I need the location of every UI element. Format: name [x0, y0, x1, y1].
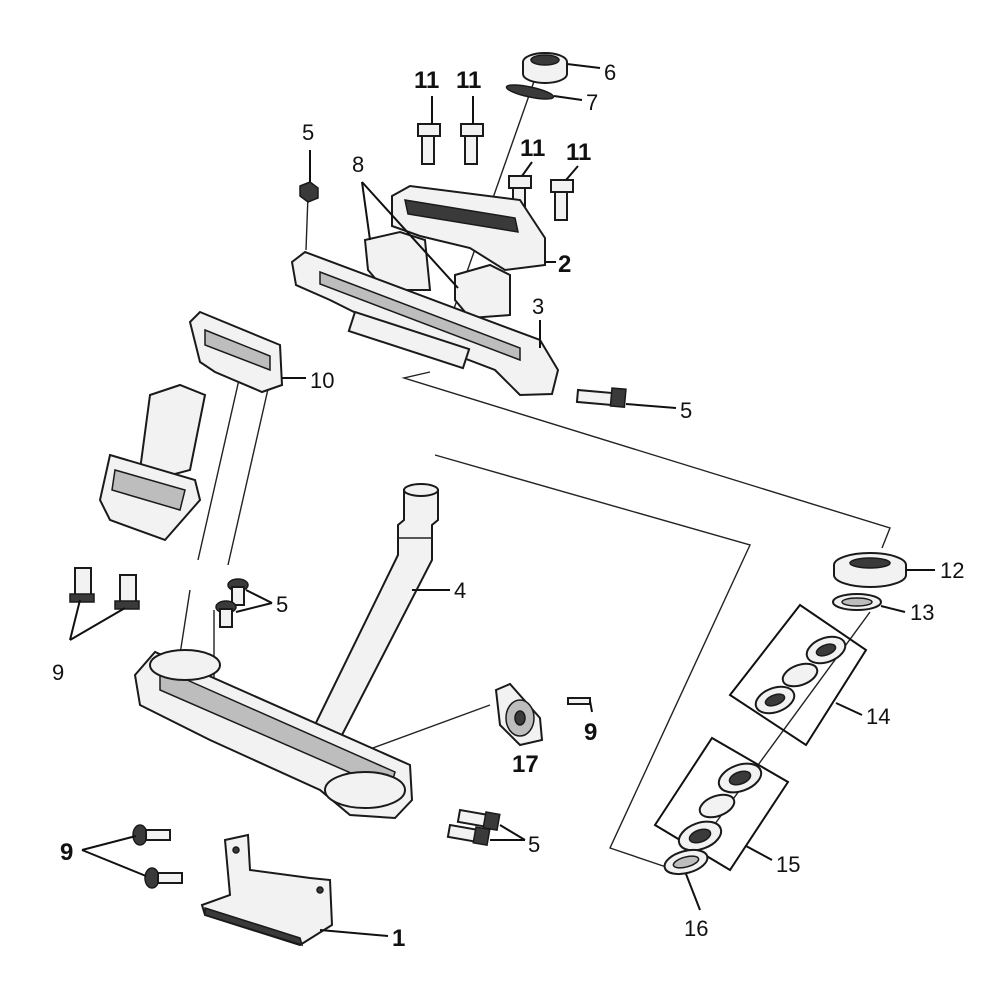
label-2: 2	[558, 251, 571, 278]
label-7: 7	[586, 90, 598, 115]
label-5-top: 5	[302, 120, 314, 145]
label-6: 6	[604, 60, 616, 85]
part-14-bearing-set	[728, 603, 868, 747]
part-16-seal	[663, 848, 709, 876]
callout-labels: 6 7 11 11 11 11 5 8 2 3 5 10 9 4 5 5 9 1…	[52, 60, 964, 952]
label-11-d: 11	[566, 139, 591, 166]
part-9-skid-plate-bolts	[132, 824, 183, 889]
part-5-pinch-bolt	[575, 387, 627, 408]
part-13-ring	[832, 593, 882, 611]
label-9-bottom: 9	[60, 839, 73, 866]
label-11-c: 11	[520, 135, 545, 162]
label-15: 15	[776, 852, 800, 877]
part-17-horn	[494, 682, 591, 747]
label-13: 13	[910, 600, 934, 625]
label-16: 16	[684, 916, 708, 941]
label-5-right: 5	[680, 398, 692, 423]
label-4: 4	[454, 578, 466, 603]
label-10: 10	[310, 368, 334, 393]
part-12-bearing-race	[833, 552, 907, 588]
part-11-bolts	[417, 123, 574, 221]
part-5-lower-clamp-studs	[215, 578, 249, 628]
label-14: 14	[866, 704, 890, 729]
label-5-bottom: 5	[528, 832, 540, 857]
label-9-horn: 9	[584, 719, 597, 746]
label-5-mid: 5	[276, 592, 288, 617]
label-17: 17	[512, 751, 539, 778]
part-3-upper-triple-clamp	[290, 250, 560, 397]
label-11-b: 11	[456, 67, 481, 94]
part-15-bearing-set	[653, 736, 790, 872]
part-2-handlebar-clamps	[363, 184, 546, 320]
part-1-skid-plate	[200, 833, 334, 947]
label-1: 1	[392, 925, 405, 952]
part-9-fork-bolts	[69, 567, 140, 610]
label-9-left: 9	[52, 660, 64, 685]
label-3: 3	[532, 294, 544, 319]
label-8: 8	[352, 152, 364, 177]
lower-triple-clamp	[133, 649, 414, 820]
part-5-top-nut	[299, 181, 319, 203]
part-4-steering-stem	[308, 483, 439, 736]
label-12: 12	[940, 558, 964, 583]
leader-lines	[69, 63, 935, 937]
part-7-washer	[505, 84, 555, 100]
part-10-fork-leg	[98, 310, 284, 542]
label-11-a: 11	[414, 67, 439, 94]
part-5-lower-clamp-bolts	[446, 808, 501, 847]
part-6-cap-nut	[522, 52, 568, 84]
